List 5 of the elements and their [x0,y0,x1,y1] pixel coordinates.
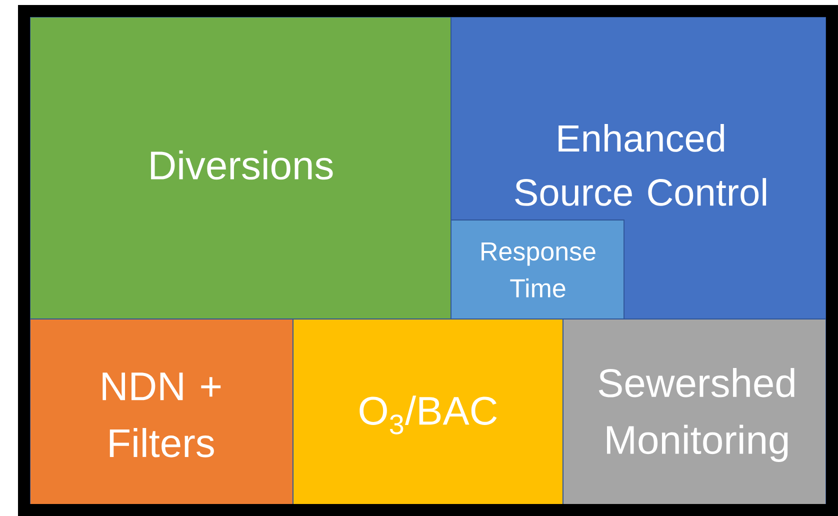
treemap-tile: O$_{3}$/BAC [292,318,564,506]
treemap-tile: Response Time [450,220,624,320]
treemap-tile: Sewershed Monitoring [562,318,826,506]
treemap-tile: Diversions [30,16,452,320]
treemap-tile: NDN + Filters [30,318,294,506]
